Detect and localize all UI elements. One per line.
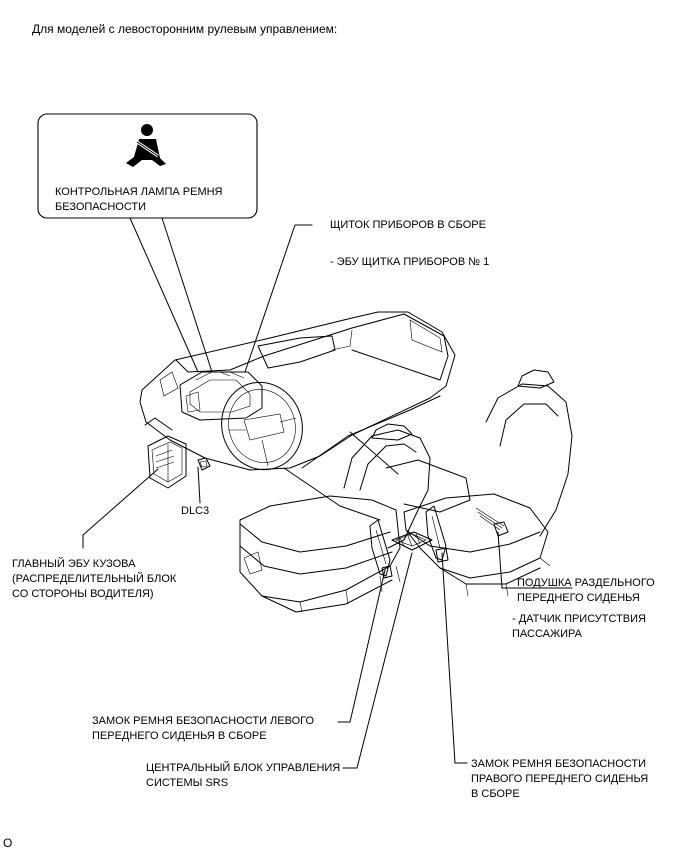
label-dlc3: DLC3 [181,505,210,517]
label-combination-meter: ЩИТОК ПРИБОРОВ В СБОРЕ [330,219,486,231]
left-front-seat [239,423,431,613]
leader-lines [82,217,573,769]
label-occupant-sensor: - ДАТЧИК ПРИСУТСТВИЯ ПАССАЖИРА [512,613,646,640]
label-airbag-sensor-assembly: ЦЕНТРАЛЬНЫЙ БЛОК УПРАВЛЕНИЯ СИСТЕМЫ SRS [146,762,341,789]
figure-id: O [3,836,13,850]
label-seatbelt-warning-lamp: КОНТРОЛЬНАЯ ЛАМПА РЕМНЯ БЕЗОПАСНОСТИ [55,186,223,213]
page-header: Для моделей с левосторонним рулевым упра… [32,22,338,36]
dashboard [139,311,456,521]
label-passenger-seat-cushion: ПОДУШКА РАЗДЕЛЬНОГО ПЕРЕДНЕГО СИДЕНЬЯ [517,577,655,604]
label-meter-ecu: - ЭБУ ЩИТКА ПРИБОРОВ № 1 [330,256,490,268]
seatbelt-lamp-callout-box [37,113,258,219]
label-left-seatbelt-buckle: ЗАМОК РЕМНЯ БЕЗОПАСНОСТИ ЛЕВОГО ПЕРЕДНЕГ… [92,715,315,742]
label-main-body-ecu: ГЛАВНЫЙ ЭБУ КУЗОВА (РАСПРЕДЕЛИТЕЛЬНЫЙ БЛ… [12,558,177,600]
right-front-seat [403,369,573,597]
label-right-seatbelt-buckle: ЗАМОК РЕМНЯ БЕЗОПАСНОСТИ ПРАВОГО ПЕРЕДНЕ… [471,758,649,800]
seatbelt-warning-icon [126,124,166,167]
center-console [385,459,471,551]
